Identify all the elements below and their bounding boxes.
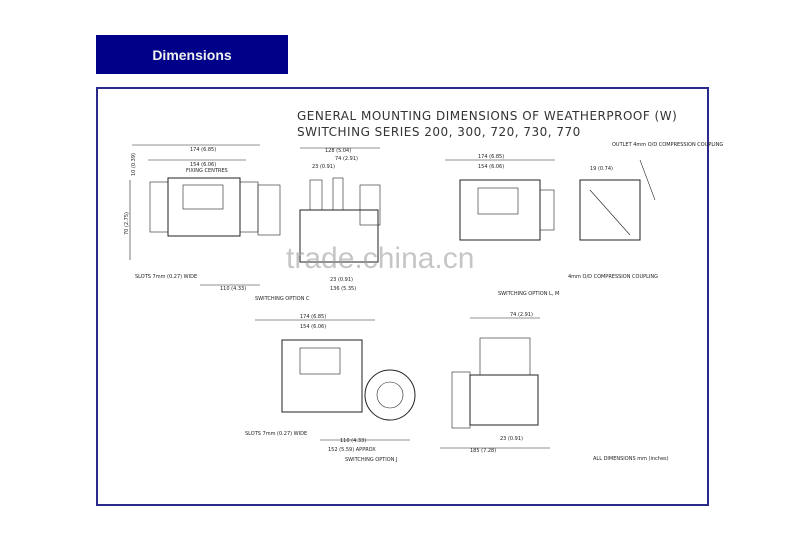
dim-174-b: 174 (6.85) [478, 154, 504, 160]
fixing-centres-label: FIXING CENTRES [186, 168, 228, 174]
dim-154-c: 154 (6.06) [300, 324, 326, 330]
side-view-option-c [299, 147, 381, 263]
caption-option-j: SWITCHING OPTION J [345, 457, 398, 463]
caption-option-c: SWITCHING OPTION C [255, 296, 310, 302]
dim-128: 128 (5.04) [325, 148, 351, 154]
front-view-option-lm [445, 159, 656, 241]
dim-23: 23 (0.91) [312, 164, 335, 170]
dim-136: 136 (5.35) [330, 286, 356, 292]
coupling-label: 4mm O/D COMPRESSION COUPLING [568, 274, 658, 280]
slots-label-b: SLOTS 7mm (0.27) WIDE [245, 431, 307, 437]
dim-23-c: 23 (0.91) [500, 436, 523, 442]
drawing-title-line2: SWITCHING SERIES 200, 300, 720, 730, 770 [297, 125, 581, 139]
watermark: trade.china.cn [286, 242, 474, 275]
front-view-option-c [129, 144, 281, 286]
slots-label: SLOTS 7mm (0.27) WIDE [135, 274, 197, 280]
dim-23-b: 23 (0.91) [330, 277, 353, 283]
section-title: Dimensions [96, 35, 288, 74]
dim-174: 174 (6.85) [190, 147, 216, 153]
dim-110-b: 110 (4.33) [340, 438, 366, 444]
caption-option-lm: SWITCHING OPTION L, M [498, 291, 559, 297]
side-view-option-j [440, 317, 550, 449]
dimensions-note: ALL DIMENSIONS mm (inches) [593, 456, 669, 462]
front-view-option-j [255, 319, 416, 441]
drawing-title-line1: GENERAL MOUNTING DIMENSIONS OF WEATHERPR… [297, 109, 677, 123]
dim-10: 10 (0.39) [131, 153, 137, 176]
outlet-label: OUTLET 4mm O/D COMPRESSION COUPLING [612, 142, 723, 148]
dimensions-drawing-frame [96, 87, 709, 506]
dim-74-b: 74 (2.91) [510, 312, 533, 318]
dim-174-c: 174 (6.85) [300, 314, 326, 320]
dim-19: 19 (0.74) [590, 166, 613, 172]
dim-154: 154 (6.06) [190, 162, 216, 168]
dim-152: 152 (5.59) APPROX [328, 447, 376, 453]
dim-74: 74 (2.91) [335, 156, 358, 162]
dim-185: 185 (7.28) [470, 448, 496, 454]
dim-70: 70 (2.75) [124, 212, 130, 235]
dim-110: 110 (4.33) [220, 286, 246, 292]
dim-154-b: 154 (6.06) [478, 164, 504, 170]
